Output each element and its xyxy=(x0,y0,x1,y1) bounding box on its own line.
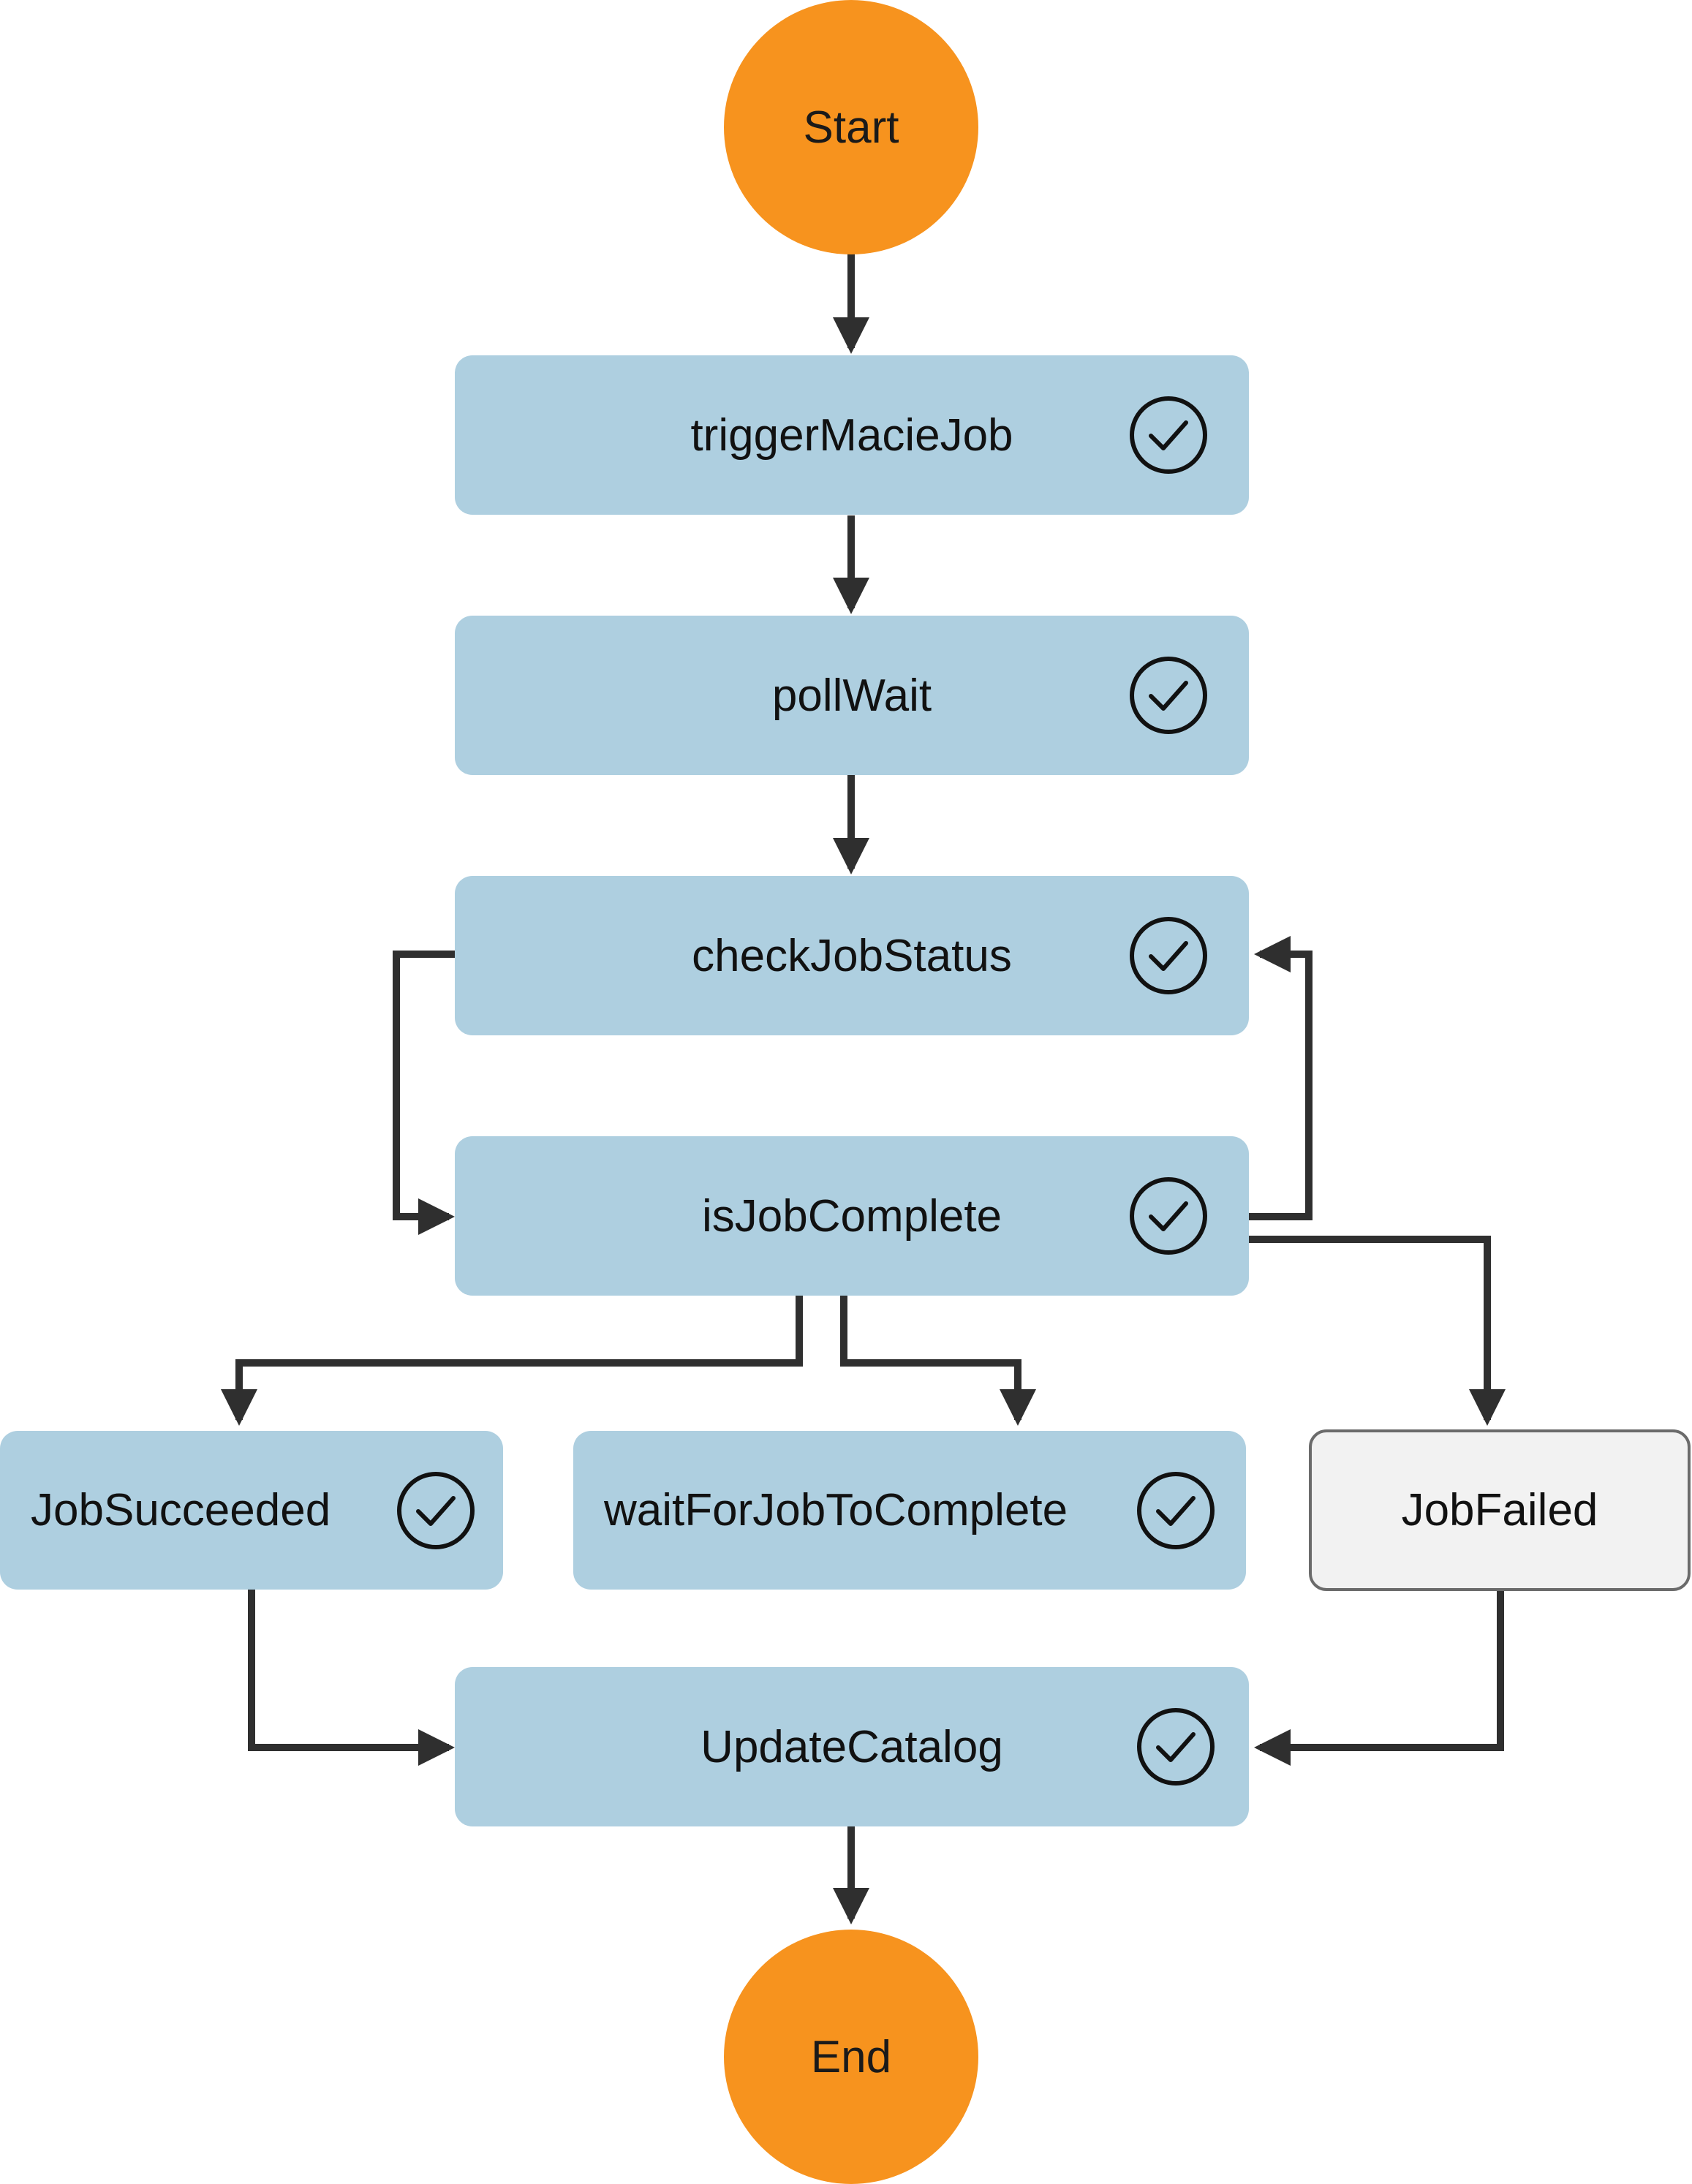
check-circle-icon xyxy=(1135,1706,1217,1788)
state-label: isJobComplete xyxy=(701,1190,1002,1242)
state-triggerMacieJob[interactable]: triggerMacieJob xyxy=(455,355,1249,515)
check-circle-icon xyxy=(1135,1470,1217,1552)
check-circle-icon xyxy=(1128,1175,1209,1257)
edge-JobSucceeded-to-UpdateCatalog xyxy=(248,1588,456,1766)
state-label: JobSucceeded xyxy=(31,1485,331,1535)
state-label: triggerMacieJob xyxy=(690,409,1013,461)
edge-JobFailed-to-UpdateCatalog xyxy=(1253,1588,1504,1766)
check-circle-icon xyxy=(395,1470,477,1552)
start-label: Start xyxy=(803,102,899,153)
state-label: JobFailed xyxy=(1401,1485,1598,1535)
state-JobFailed[interactable]: JobFailed xyxy=(1309,1429,1691,1591)
end-node[interactable]: End xyxy=(724,1930,978,2184)
state-checkJobStatus[interactable]: checkJobStatus xyxy=(455,876,1249,1035)
state-label: waitForJobToComplete xyxy=(604,1485,1068,1535)
state-label: checkJobStatus xyxy=(692,930,1012,981)
start-node[interactable]: Start xyxy=(724,0,978,254)
edge-isJobComplete-to-JobFailed xyxy=(1249,1236,1506,1427)
edge-isJobComplete-to-checkJobStatus xyxy=(1249,936,1313,1220)
check-circle-icon xyxy=(1128,394,1209,476)
check-circle-icon xyxy=(1128,915,1209,997)
state-label: UpdateCatalog xyxy=(700,1721,1003,1772)
edge-isJobComplete-to-JobSucceeded xyxy=(221,1296,803,1427)
edge-isJobComplete-to-waitForJobToComplete xyxy=(840,1296,1036,1427)
state-JobSucceeded[interactable]: JobSucceeded xyxy=(0,1431,503,1590)
end-label: End xyxy=(810,2031,892,2082)
edge-checkJobStatus-to-isJobComplete xyxy=(393,951,456,1235)
state-pollWait[interactable]: pollWait xyxy=(455,616,1249,775)
state-UpdateCatalog[interactable]: UpdateCatalog xyxy=(455,1667,1249,1826)
state-label: pollWait xyxy=(771,670,932,721)
state-waitForJobToComplete[interactable]: waitForJobToComplete xyxy=(573,1431,1246,1590)
state-isJobComplete[interactable]: isJobComplete xyxy=(455,1136,1249,1296)
check-circle-icon xyxy=(1128,654,1209,736)
